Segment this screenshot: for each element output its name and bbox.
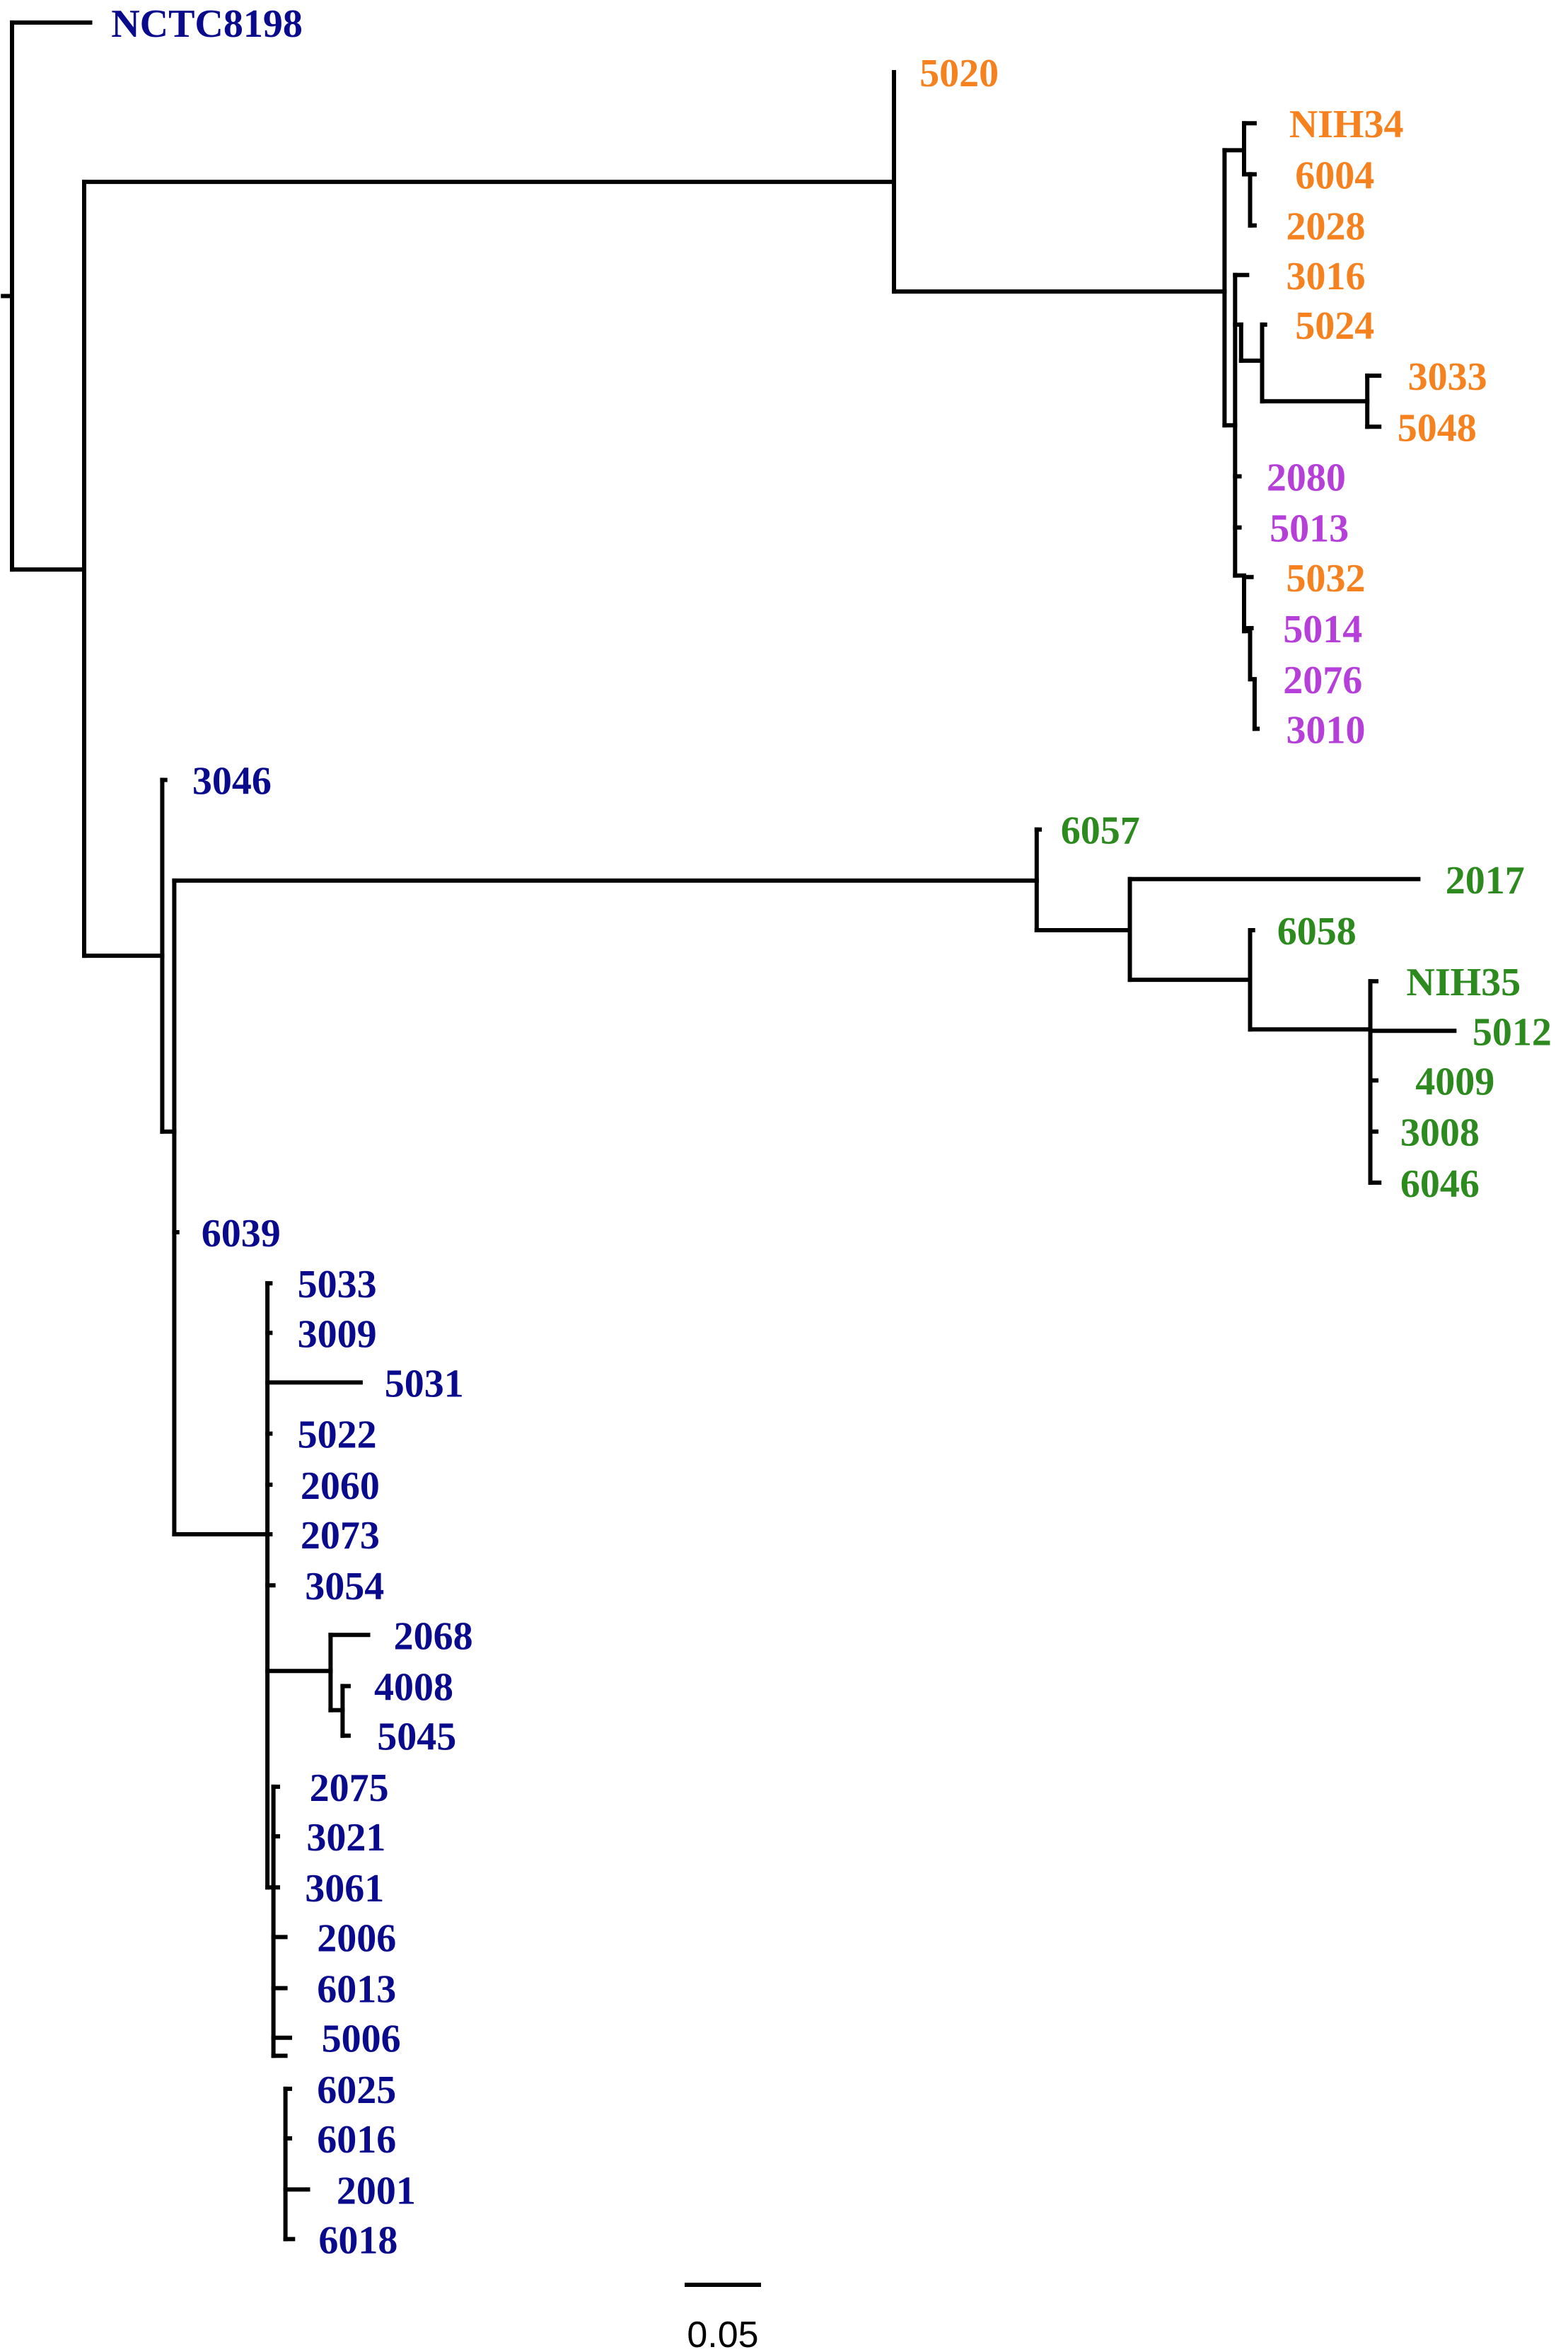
leaf-label: 3046 xyxy=(192,760,272,804)
leaf-label: 5024 xyxy=(1295,304,1374,348)
leaf-label: 2001 xyxy=(337,2169,416,2213)
leaf-label: 6039 xyxy=(202,1212,281,1256)
leaf-label: 3054 xyxy=(305,1565,384,1609)
leaf-label: 2017 xyxy=(1446,859,1525,903)
tree-branches xyxy=(1,20,1457,2242)
leaf-label: 6058 xyxy=(1277,910,1357,954)
leaf-label: 3033 xyxy=(1408,355,1487,399)
leaf-label: 5012 xyxy=(1473,1010,1552,1054)
scale-bar-label: 0.05 xyxy=(687,2315,758,2352)
leaf-label: 5045 xyxy=(377,1715,456,1759)
scale-bar: 0.05 xyxy=(685,2283,761,2352)
leaf-label: 6018 xyxy=(318,2218,397,2262)
leaf-label: 4009 xyxy=(1415,1060,1494,1103)
leaf-label: 4008 xyxy=(374,1666,453,1710)
leaf-label: 2006 xyxy=(317,1916,396,1960)
leaf-label: 6057 xyxy=(1061,809,1140,853)
leaf-label: 3010 xyxy=(1287,708,1366,752)
leaf-label: 5032 xyxy=(1287,557,1366,601)
leaf-label: 5033 xyxy=(298,1263,377,1307)
leaf-label: 3009 xyxy=(298,1312,377,1356)
leaf-label: 2073 xyxy=(301,1514,380,1558)
leaf-label: 6016 xyxy=(317,2118,396,2162)
leaf-label: 2028 xyxy=(1287,205,1366,249)
leaf-label: NCTC8198 xyxy=(111,2,303,46)
leaf-label: 3016 xyxy=(1287,255,1366,299)
leaf-label: 3008 xyxy=(1400,1111,1480,1155)
leaf-label: 2075 xyxy=(310,1766,389,1810)
leaf-label: 2076 xyxy=(1283,659,1362,702)
leaf-label: 5022 xyxy=(298,1413,377,1457)
leaf-label: 5020 xyxy=(919,52,999,95)
leaf-label: 5031 xyxy=(385,1362,464,1406)
leaf-label: 5013 xyxy=(1270,507,1349,551)
leaf-label: NIH34 xyxy=(1289,103,1404,146)
leaf-label: 3061 xyxy=(305,1867,384,1911)
leaf-label: 5048 xyxy=(1398,406,1477,450)
leaf-label: 2080 xyxy=(1267,456,1346,499)
leaf-label: 2068 xyxy=(394,1614,473,1658)
leaf-label: 6046 xyxy=(1400,1162,1480,1206)
leaf-label: 6013 xyxy=(317,1968,396,2012)
leaf-label: 2060 xyxy=(301,1464,380,1508)
leaf-label: NIH35 xyxy=(1406,961,1521,1004)
leaf-label: 5006 xyxy=(322,2017,401,2061)
leaf-label: 3021 xyxy=(306,1816,385,1860)
leaf-label: 5014 xyxy=(1283,608,1362,651)
leaf-label: 6025 xyxy=(317,2068,396,2112)
leaf-label: 6004 xyxy=(1295,153,1374,197)
